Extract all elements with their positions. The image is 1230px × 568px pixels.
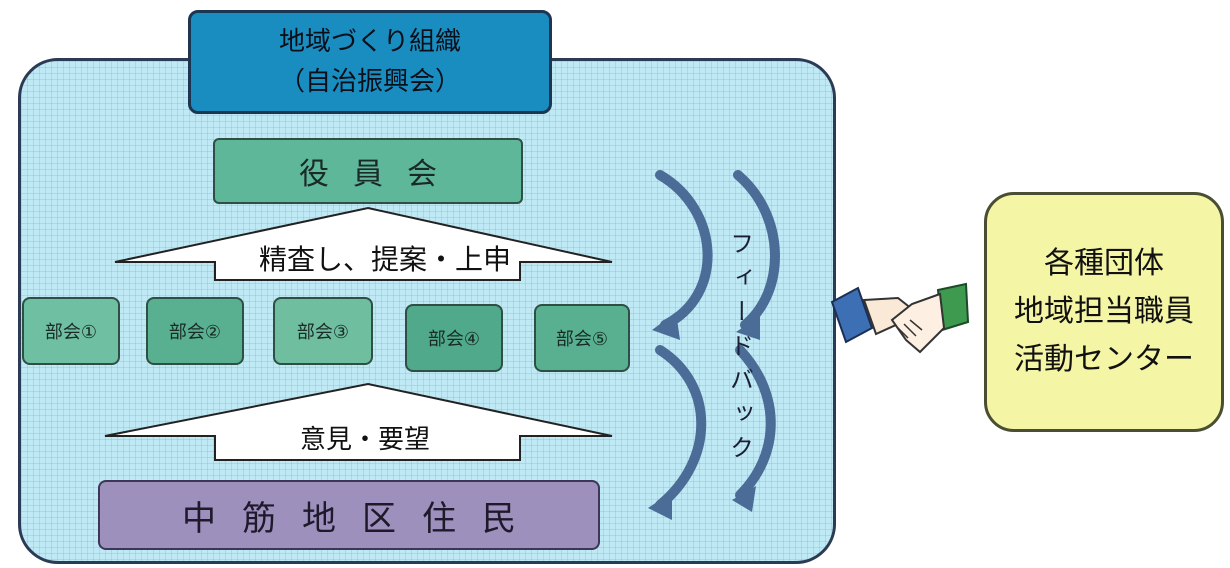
department-box-2: 部会②: [146, 297, 244, 365]
handshake-left-sleeve: [830, 286, 874, 344]
partner-line2: 地域担当職員: [1014, 294, 1194, 329]
handshake-icon: [830, 282, 970, 354]
partner-line1: 各種団体: [1044, 246, 1164, 281]
partner-box: 各種団体 地域担当職員 活動センター: [984, 192, 1224, 432]
organization-title: 地域づくり組織 （自治振興会）: [188, 10, 552, 114]
residents-box: 中筋地区住民: [98, 480, 600, 550]
department-box-1: 部会①: [22, 297, 120, 365]
organization-title-line2: （自治振興会）: [278, 67, 461, 97]
feedback-label: フィードバック: [725, 231, 754, 469]
board-box: 役員会: [213, 138, 523, 204]
organization-title-line1: 地域づくり組織: [278, 27, 461, 57]
department-box-5: 部会⑤: [534, 304, 630, 372]
opinion-label: 意見・要望: [299, 424, 430, 455]
partner-line3: 活動センター: [1014, 342, 1194, 377]
department-box-4: 部会④: [405, 304, 503, 372]
department-box-3: 部会③: [273, 297, 373, 365]
handshake-right-hand: [890, 292, 946, 354]
proposal-label: 精査し、提案・上申: [258, 243, 511, 276]
handshake-fingers: [897, 319, 923, 339]
